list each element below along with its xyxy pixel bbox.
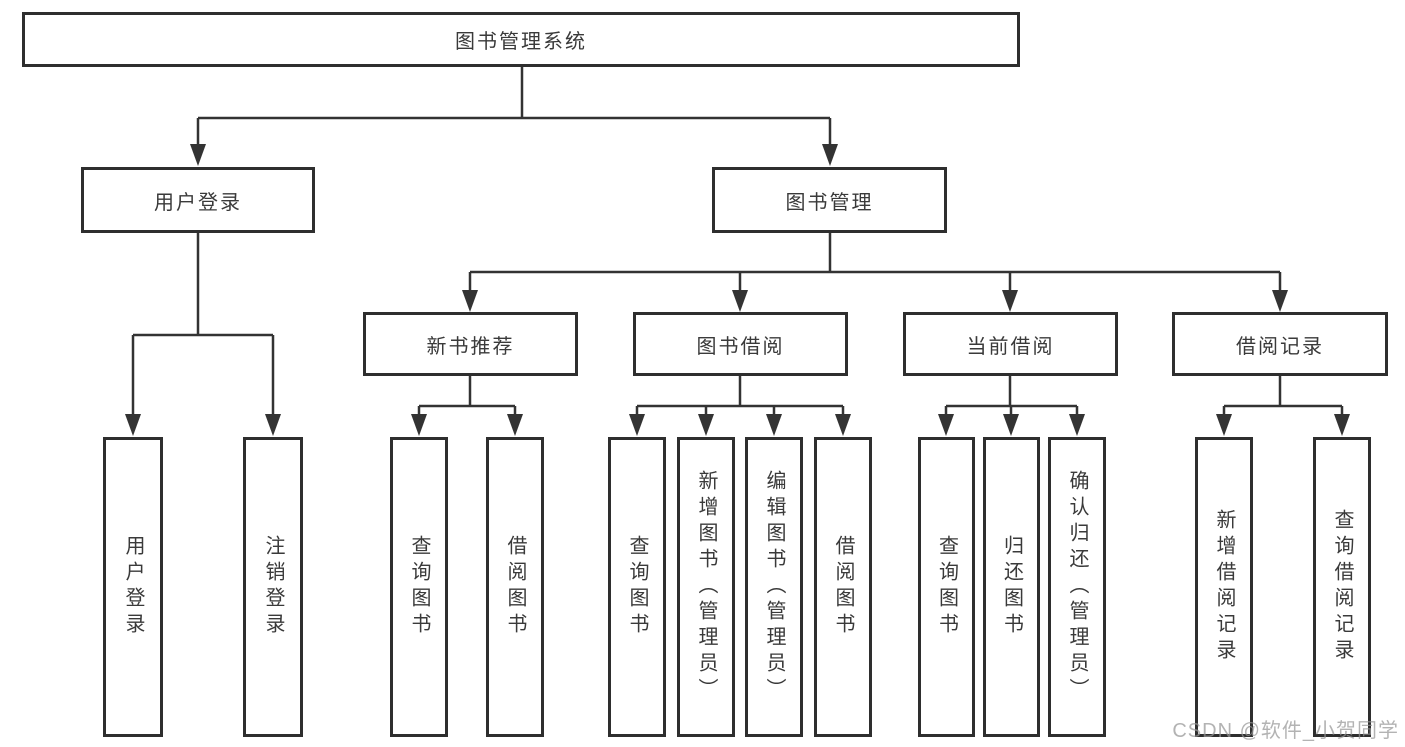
leaf-query-books-borrow: 查询图书 [608,437,666,737]
node-label: 用户登录 [154,191,242,214]
leaf-logout: 注销登录 [243,437,303,737]
node-label: 查询图书 [408,535,430,639]
leaf-query-books-current: 查询图书 [918,437,975,737]
node-label: 查询借阅记录 [1331,509,1353,665]
node-label: 查询图书 [935,535,958,639]
leaf-borrow-books-recommend: 借阅图书 [486,437,544,737]
node-current-borrow: 当前借阅 [903,312,1118,376]
csdn-watermark: CSDN @软件_小贺同学 [1172,720,1399,742]
node-library-management-system: 图书管理系统 [22,12,1020,67]
node-label: 查询图书 [626,535,648,639]
node-label: 图书管理 [785,191,874,214]
node-label: 新书推荐 [426,335,515,358]
node-label: 图书管理系统 [455,31,587,53]
node-label: 归还图书 [1000,535,1023,639]
leaf-query-books-recommend: 查询图书 [390,437,448,737]
node-label: 编辑图书（管理员） [763,470,785,704]
leaf-borrow-books: 借阅图书 [814,437,872,737]
node-label: 借阅图书 [504,535,526,639]
node-label: 注销登录 [262,535,284,639]
node-label: 新增借阅记录 [1213,509,1235,665]
arrowheads [125,144,1350,436]
node-label: 图书借阅 [696,335,785,358]
leaf-user-login: 用户登录 [103,437,163,737]
node-borrow-records: 借阅记录 [1172,312,1388,376]
node-new-book-recommend: 新书推荐 [363,312,578,376]
node-label: 当前借阅 [966,335,1055,358]
leaf-add-books-admin: 新增图书（管理员） [677,437,735,737]
leaf-query-borrow-record: 查询借阅记录 [1313,437,1371,737]
node-user-login: 用户登录 [81,167,315,233]
node-label: 借阅图书 [832,535,854,639]
leaf-return-books: 归还图书 [983,437,1040,737]
leaf-confirm-return-admin: 确认归还（管理员） [1048,437,1106,737]
node-label: 借阅记录 [1236,335,1324,358]
node-label: 用户登录 [122,535,144,639]
node-label: 新增图书（管理员） [695,470,717,704]
node-book-borrow: 图书借阅 [633,312,848,376]
node-label: 确认归还（管理员） [1066,470,1088,704]
leaf-add-borrow-record: 新增借阅记录 [1195,437,1253,737]
node-book-management: 图书管理 [712,167,947,233]
leaf-edit-books-admin: 编辑图书（管理员） [745,437,803,737]
